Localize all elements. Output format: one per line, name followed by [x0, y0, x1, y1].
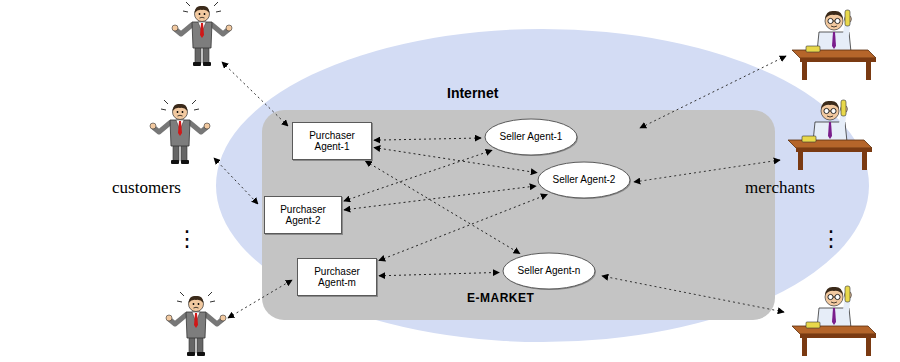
purchaser-agent-box: Purchaser Agent-2 — [264, 196, 342, 234]
agent-name: Seller Agent-1 — [500, 131, 563, 143]
access-line — [222, 62, 288, 126]
region-title: E-MARKET — [467, 291, 534, 305]
purchaser-agent-box: Purchaser Agent-m — [297, 258, 377, 296]
group-label: merchants — [745, 178, 815, 198]
agent-link — [344, 186, 536, 210]
access-line — [214, 158, 258, 204]
agent-link — [365, 161, 519, 254]
agent-name: Seller Agent-2 — [553, 174, 616, 186]
seller-agent-ellipse: Seller Agent-2 — [536, 160, 632, 200]
agent-name: Purchaser Agent-1 — [299, 130, 365, 153]
continuation-dots: ⋮ — [820, 226, 842, 251]
access-line — [640, 56, 786, 128]
seller-agent-ellipse: Seller Agent-n — [501, 251, 597, 291]
agent-link — [379, 272, 499, 275]
continuation-dots: ⋮ — [176, 226, 198, 251]
merchant-figure — [792, 10, 876, 80]
market-panel: E-MARKET Purchaser Agent-1Purchaser Agent… — [262, 110, 775, 320]
merchant-figure — [788, 100, 872, 170]
customer-figure — [150, 100, 210, 164]
purchaser-agent-box: Purchaser Agent-1 — [292, 122, 372, 160]
region-title: Internet — [447, 85, 498, 101]
customer-figure — [166, 292, 226, 356]
agent-name: Seller Agent-n — [518, 265, 581, 277]
agent-link — [374, 147, 537, 172]
agent-link — [374, 138, 481, 140]
merchant-figure — [792, 286, 876, 356]
access-line — [602, 276, 784, 312]
access-line — [228, 280, 292, 318]
agent-link — [379, 194, 547, 260]
agent-name: Purchaser Agent-2 — [270, 204, 336, 227]
customer-figure — [172, 2, 232, 66]
agent-name: Purchaser Agent-m — [304, 266, 370, 289]
seller-agent-ellipse: Seller Agent-1 — [483, 117, 579, 157]
agent-link — [344, 150, 492, 201]
group-label: customers — [112, 178, 181, 198]
